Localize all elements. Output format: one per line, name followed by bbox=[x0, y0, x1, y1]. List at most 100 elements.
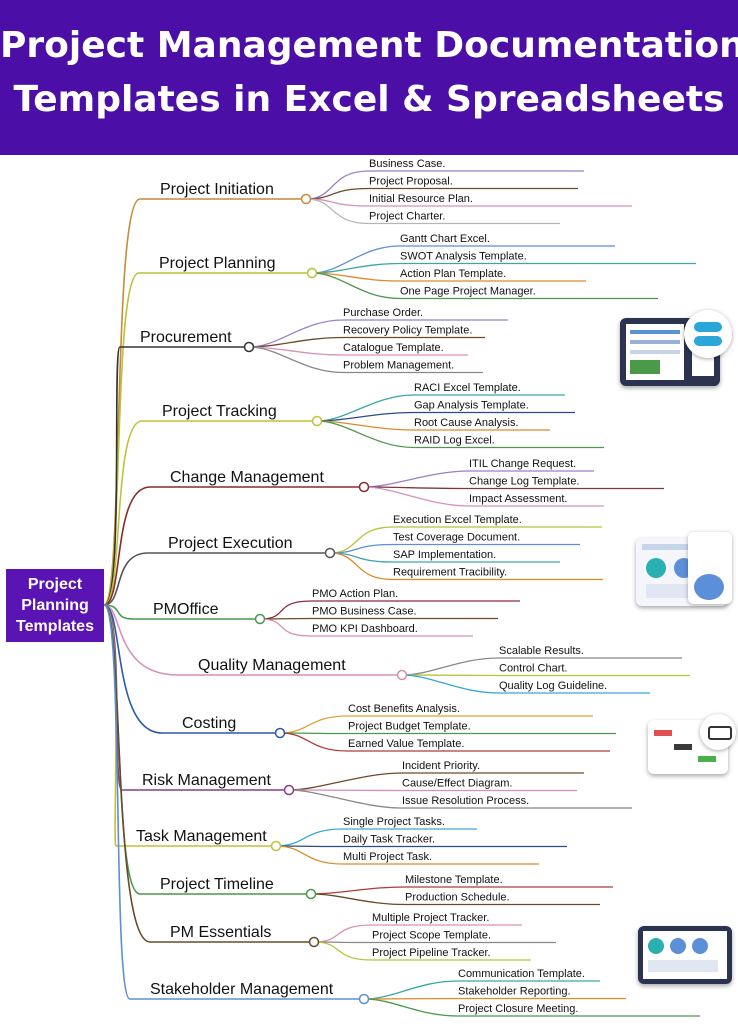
leaf-line bbox=[401, 674, 650, 694]
leaf-line bbox=[310, 886, 613, 895]
leaf-label[interactable]: Gantt Chart Excel. bbox=[400, 233, 490, 245]
leaf-label[interactable]: Project Closure Meeting. bbox=[458, 1003, 578, 1015]
leaf-label[interactable]: Quality Log Guideline. bbox=[499, 680, 607, 692]
leaf-label[interactable]: Business Case. bbox=[369, 158, 445, 170]
leaf-label[interactable]: Project Budget Template. bbox=[348, 721, 471, 733]
leaf-label[interactable]: ITIL Change Request. bbox=[469, 458, 576, 470]
leaf-label[interactable]: Requirement Tracibility. bbox=[393, 567, 507, 579]
branch-label: Project Timeline bbox=[160, 876, 274, 893]
leaf-label[interactable]: Project Scope Template. bbox=[372, 930, 491, 942]
leaf-label[interactable]: Impact Assessment. bbox=[469, 493, 567, 505]
branch-node[interactable] bbox=[270, 840, 282, 852]
leaf-label[interactable]: Gap Analysis Template. bbox=[414, 400, 529, 412]
leaf-line bbox=[316, 420, 604, 449]
leaf-label[interactable]: Communication Template. bbox=[458, 968, 585, 980]
leaf-label[interactable]: One Page Project Manager. bbox=[400, 286, 536, 298]
leaf-label[interactable]: Purchase Order. bbox=[343, 307, 423, 319]
leaf-label[interactable]: Incident Priority. bbox=[402, 760, 480, 772]
leaf-line bbox=[259, 600, 520, 620]
branch-node[interactable] bbox=[308, 936, 320, 948]
leaf-line bbox=[248, 336, 485, 348]
root-node[interactable]: Project Planning Templates bbox=[6, 569, 104, 642]
leaf-label[interactable]: Stakeholder Reporting. bbox=[458, 986, 571, 998]
branch-node[interactable] bbox=[311, 415, 323, 427]
branch-node[interactable] bbox=[358, 481, 370, 493]
leaf-label[interactable]: Project Charter. bbox=[369, 211, 445, 223]
leaf-label[interactable]: PMO KPI Dashboard. bbox=[312, 623, 418, 635]
branch-node[interactable] bbox=[300, 193, 312, 205]
leaf-label[interactable]: Action Plan Template. bbox=[400, 268, 506, 280]
leaf-label[interactable]: Single Project Tasks. bbox=[343, 816, 445, 828]
branch-label: PM Essentials bbox=[170, 924, 271, 941]
leaf-label[interactable]: Multi Project Task. bbox=[343, 851, 432, 863]
leaf-label[interactable]: RACI Excel Template. bbox=[414, 382, 521, 394]
branch-node[interactable] bbox=[283, 784, 295, 796]
leaf-line bbox=[279, 732, 616, 735]
branch-project-execution[interactable]: Project Execution Execution Excel Templat… bbox=[103, 514, 603, 606]
leaf-label[interactable]: Cause/Effect Diagram. bbox=[402, 778, 512, 790]
branch-line bbox=[103, 604, 289, 791]
title-line-2: Templates in Excel & Spreadsheets bbox=[13, 79, 725, 120]
branch-node[interactable] bbox=[305, 888, 317, 900]
leaf-line bbox=[305, 187, 578, 200]
leaf-label[interactable]: Control Chart. bbox=[499, 663, 567, 675]
branch-label: Project Initiation bbox=[160, 181, 274, 198]
branch-node[interactable] bbox=[254, 613, 266, 625]
leaf-label[interactable]: PMO Business Case. bbox=[312, 606, 417, 618]
leaf-label[interactable]: SAP Implementation. bbox=[393, 549, 496, 561]
leaf-label[interactable]: Test Coverage Document. bbox=[393, 532, 520, 544]
branch-node[interactable] bbox=[396, 669, 408, 681]
branch-node[interactable] bbox=[274, 727, 286, 739]
leaf-label[interactable]: Project Pipeline Tracker. bbox=[372, 947, 491, 959]
leaf-label[interactable]: Scalable Results. bbox=[499, 645, 584, 657]
branch-line bbox=[103, 420, 317, 606]
leaf-label[interactable]: Root Cause Analysis. bbox=[414, 417, 519, 429]
leaf-line bbox=[275, 828, 477, 847]
leaf-label[interactable]: Recovery Policy Template. bbox=[343, 325, 472, 337]
leaf-label[interactable]: Project Proposal. bbox=[369, 176, 453, 188]
leaf-label[interactable]: Issue Resolution Process. bbox=[402, 795, 529, 807]
leaf-label[interactable]: Earned Value Template. bbox=[348, 738, 464, 750]
branch-node[interactable] bbox=[358, 993, 370, 1005]
branch-line bbox=[103, 604, 311, 895]
leaf-label[interactable]: Milestone Template. bbox=[405, 874, 503, 886]
leaf-label[interactable]: RAID Log Excel. bbox=[414, 435, 495, 447]
branch-node[interactable] bbox=[324, 547, 336, 559]
title-line-1: Project Management Documentation bbox=[0, 25, 738, 66]
leaf-line bbox=[401, 674, 690, 677]
branch-project-initiation[interactable]: Project Initiation Business Case. Project … bbox=[103, 158, 632, 606]
chart-circle-badge-1 bbox=[684, 310, 732, 358]
branch-line bbox=[103, 604, 364, 1000]
branch-node[interactable] bbox=[306, 267, 318, 279]
leaf-label[interactable]: Initial Resource Plan. bbox=[369, 193, 473, 205]
leaf-label[interactable]: Production Schedule. bbox=[405, 892, 510, 904]
leaf-label[interactable]: PMO Action Plan. bbox=[312, 588, 398, 600]
branch-label: Project Execution bbox=[168, 535, 293, 552]
leaf-line bbox=[288, 789, 632, 809]
leaf-label[interactable]: Problem Management. bbox=[343, 360, 454, 372]
leaf-line bbox=[329, 543, 580, 554]
leaf-line bbox=[275, 845, 539, 865]
leaf-label[interactable]: Daily Task Tracker. bbox=[343, 834, 435, 846]
leaf-label[interactable]: Catalogue Template. bbox=[343, 342, 444, 354]
leaf-label[interactable]: Multiple Project Tracker. bbox=[372, 912, 489, 924]
branch-node[interactable] bbox=[243, 341, 255, 353]
branch-label: Change Management bbox=[170, 469, 324, 486]
leaf-line bbox=[305, 198, 560, 225]
leaf-label[interactable]: Change Log Template. bbox=[469, 476, 580, 488]
leaf-label[interactable]: Cost Benefits Analysis. bbox=[348, 703, 460, 715]
leaf-label[interactable]: SWOT Analysis Template. bbox=[400, 251, 527, 263]
leaf-label[interactable]: Execution Excel Template. bbox=[393, 514, 522, 526]
root-label-line-3: Templates bbox=[16, 618, 94, 635]
branch-change-management[interactable]: Change Management ITIL Change Request. Cha… bbox=[103, 458, 664, 606]
leaf-line bbox=[310, 893, 600, 906]
